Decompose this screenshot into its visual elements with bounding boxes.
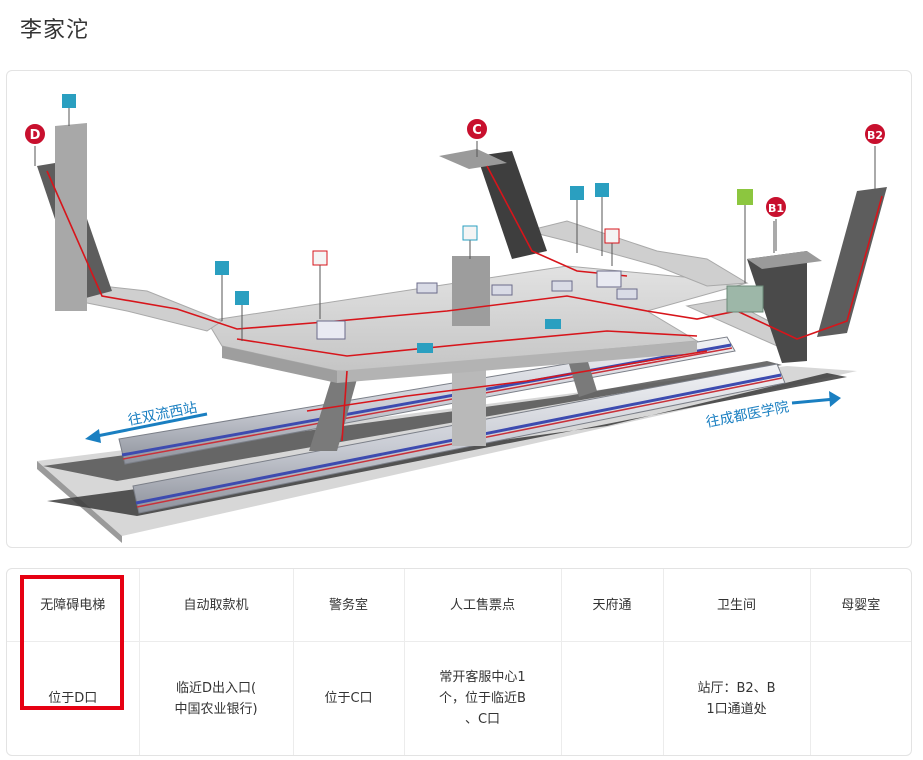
direction-right-label: 往成都医学院 [705, 399, 791, 431]
route-lines [46, 165, 883, 442]
facility-sign-posts [68, 105, 876, 341]
value-tianfutong [561, 641, 664, 755]
header-tianfutong: 天府通 [561, 569, 664, 642]
header-ticket-office: 人工售票点 [404, 569, 562, 642]
facility-info-table: 无障碍电梯 自动取款机 警务室 人工售票点 天府通 卫生间 母婴室 位于D口 临… [6, 568, 912, 756]
value-atm: 临近D出入口( 中国农业银行) [139, 641, 294, 755]
exit-marker-b2: B2 [863, 122, 887, 189]
value-accessible-elevator: 位于D口 [7, 641, 140, 755]
exit-marker-b1: B1 [764, 195, 788, 251]
facility-table: 无障碍电梯 自动取款机 警务室 人工售票点 天府通 卫生间 母婴室 位于D口 临… [7, 569, 911, 755]
gate-machines [316, 270, 764, 340]
header-atm: 自动取款机 [139, 569, 294, 642]
header-accessible-elevator: 无障碍电梯 [7, 569, 140, 642]
value-ticket-office: 常开客服中心1 个，位于临近B 、C口 [404, 641, 562, 755]
facility-value-row: 位于D口 临近D出入口( 中国农业银行) 位于C口 常开客服中心1 个，位于临近… [7, 641, 911, 756]
header-nursing-room: 母婴室 [810, 569, 911, 642]
direction-left-label: 往双流西站 [127, 400, 199, 429]
facility-sign-icons [62, 94, 753, 353]
station-map: D C B1 B2 往双流西站 往成都医学院 [6, 70, 912, 548]
exit-label-b2: B2 [867, 129, 883, 142]
facility-header-row: 无障碍电梯 自动取款机 警务室 人工售票点 天府通 卫生间 母婴室 [7, 569, 911, 642]
exit-shafts [37, 123, 887, 363]
page-title: 李家沱 [20, 18, 90, 43]
exit-marker-c: C [465, 117, 489, 157]
value-police-room: 位于C口 [293, 641, 405, 755]
value-nursing-room [810, 642, 911, 756]
header-police-room: 警务室 [293, 569, 405, 642]
exit-label-d: D [30, 128, 41, 143]
exit-marker-d: D [23, 122, 47, 166]
exit-label-b1: B1 [768, 202, 784, 215]
header-restroom: 卫生间 [663, 569, 811, 642]
station-3d-diagram: D C B1 B2 往双流西站 往成都医学院 [23, 94, 887, 543]
exit-label-c: C [472, 123, 482, 138]
value-restroom: 站厅：B2、B 1口通道处 [663, 641, 811, 755]
